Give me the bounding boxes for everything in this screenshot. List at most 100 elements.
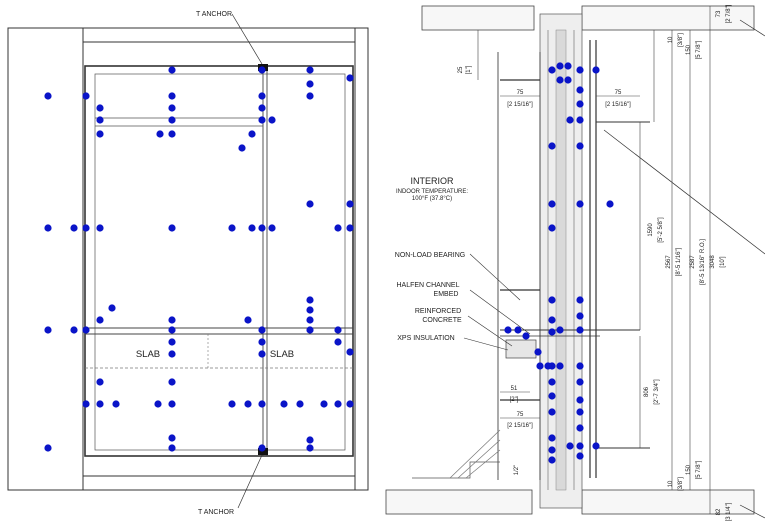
- marker-dot: [548, 66, 556, 74]
- elevation-outer-frame: [7, 27, 369, 491]
- marker-dot: [556, 362, 564, 370]
- marker-dot: [96, 104, 104, 112]
- interior-line-2: 100°F (37.8°C): [412, 196, 452, 202]
- marker-dot: [548, 446, 556, 454]
- marker-dot: [168, 66, 176, 74]
- marker-dot: [548, 296, 556, 304]
- marker-dot: [258, 66, 266, 74]
- marker-dot: [168, 350, 176, 358]
- marker-dot: [576, 442, 584, 450]
- marker-dot: [228, 400, 236, 408]
- marker-dot: [566, 442, 574, 450]
- marker-dot: [44, 444, 52, 452]
- dim-small: [1"]: [466, 65, 472, 74]
- panel-inner-outline: [94, 73, 346, 451]
- marker-dot: [576, 296, 584, 304]
- marker-dot: [258, 92, 266, 100]
- marker-dot: [548, 328, 556, 336]
- dim-vertical: [5 7/8"]: [696, 460, 702, 479]
- marker-dot: [548, 408, 556, 416]
- bracket-outline: [412, 461, 500, 479]
- marker-dot: [268, 116, 276, 124]
- marker-dot: [168, 400, 176, 408]
- marker-dot: [334, 338, 342, 346]
- marker-dot: [548, 142, 556, 150]
- dim-text: 75: [517, 412, 524, 418]
- dim-vertical: 2567: [666, 255, 672, 269]
- callout-leader: [469, 253, 521, 301]
- marker-dot: [346, 74, 354, 82]
- dim-small: [3/8"]: [678, 33, 684, 47]
- dim-vertical: [5 7/8"]: [696, 40, 702, 59]
- exterior-leader: [739, 19, 765, 37]
- support-diagonal: [465, 449, 501, 479]
- dim-vertical: 150: [686, 464, 692, 475]
- marker-dot: [96, 130, 104, 138]
- marker-dot: [548, 200, 556, 208]
- marker-dot: [548, 378, 556, 386]
- marker-dot: [244, 400, 252, 408]
- marker-dot: [306, 326, 314, 334]
- marker-dot: [238, 144, 246, 152]
- marker-dot: [168, 326, 176, 334]
- marker-dot: [156, 130, 164, 138]
- marker-dot: [306, 200, 314, 208]
- dim-vertical: 150: [686, 44, 692, 55]
- marker-dot: [96, 400, 104, 408]
- marker-dot: [168, 434, 176, 442]
- marker-dot: [576, 408, 584, 416]
- marker-dot: [522, 332, 530, 340]
- callout-reinforced: REINFORCED: [415, 308, 461, 315]
- marker-dot: [556, 76, 564, 84]
- marker-dot: [168, 338, 176, 346]
- marker-dot: [548, 224, 556, 232]
- dim-vertical: [10']: [720, 256, 726, 267]
- left-elevation: SLAB SLAB T ANCHOR T ANCHOR: [7, 11, 369, 516]
- dim-text: 75: [615, 90, 622, 96]
- support-diagonal: [457, 439, 501, 479]
- marker-dot: [82, 92, 90, 100]
- marker-dot: [576, 312, 584, 320]
- support-diagonal: [449, 429, 501, 479]
- dim-text: [2 15/16"]: [507, 102, 533, 108]
- t-anchor-top-leader: [231, 13, 263, 65]
- t-anchor-top-label: T ANCHOR: [196, 11, 232, 18]
- dim-text: [2"]: [510, 397, 519, 403]
- dim-vertical: [8'-5 1/16"]: [676, 247, 682, 276]
- marker-dot: [96, 316, 104, 324]
- marker-dot: [168, 444, 176, 452]
- dim-vertical: [5'-2 5/8"]: [658, 217, 664, 243]
- marker-dot: [592, 66, 600, 74]
- marker-dot: [566, 116, 574, 124]
- marker-dot: [268, 224, 276, 232]
- marker-dot: [334, 224, 342, 232]
- marker-dot: [168, 116, 176, 124]
- t-anchor-bottom-label: T ANCHOR: [198, 509, 234, 516]
- dim-vertical: 1590: [648, 223, 654, 237]
- callout-leader: [467, 315, 513, 347]
- bottom-slab-right: [581, 489, 755, 515]
- marker-dot: [96, 116, 104, 124]
- dim-vertical: [2 7/8"]: [726, 4, 732, 23]
- marker-dot: [576, 396, 584, 404]
- marker-dot: [82, 400, 90, 408]
- marker-dot: [334, 400, 342, 408]
- marker-dot: [44, 92, 52, 100]
- callout-halfen-channel: HALFEN CHANNEL: [396, 282, 459, 289]
- marker-dot: [576, 142, 584, 150]
- slab-label-left: SLAB: [136, 349, 160, 360]
- interior-line-1: INDOOR TEMPERATURE:: [396, 189, 468, 195]
- marker-dot: [82, 326, 90, 334]
- marker-dot: [168, 224, 176, 232]
- marker-dot: [70, 326, 78, 334]
- marker-dot: [258, 224, 266, 232]
- marker-dot: [320, 400, 328, 408]
- marker-dot: [576, 86, 584, 94]
- marker-dot: [306, 66, 314, 74]
- marker-dot: [576, 452, 584, 460]
- marker-dot: [258, 400, 266, 408]
- dim-vertical: 2587: [690, 255, 696, 269]
- dim-vertical: 82: [716, 508, 722, 515]
- marker-dot: [258, 444, 266, 452]
